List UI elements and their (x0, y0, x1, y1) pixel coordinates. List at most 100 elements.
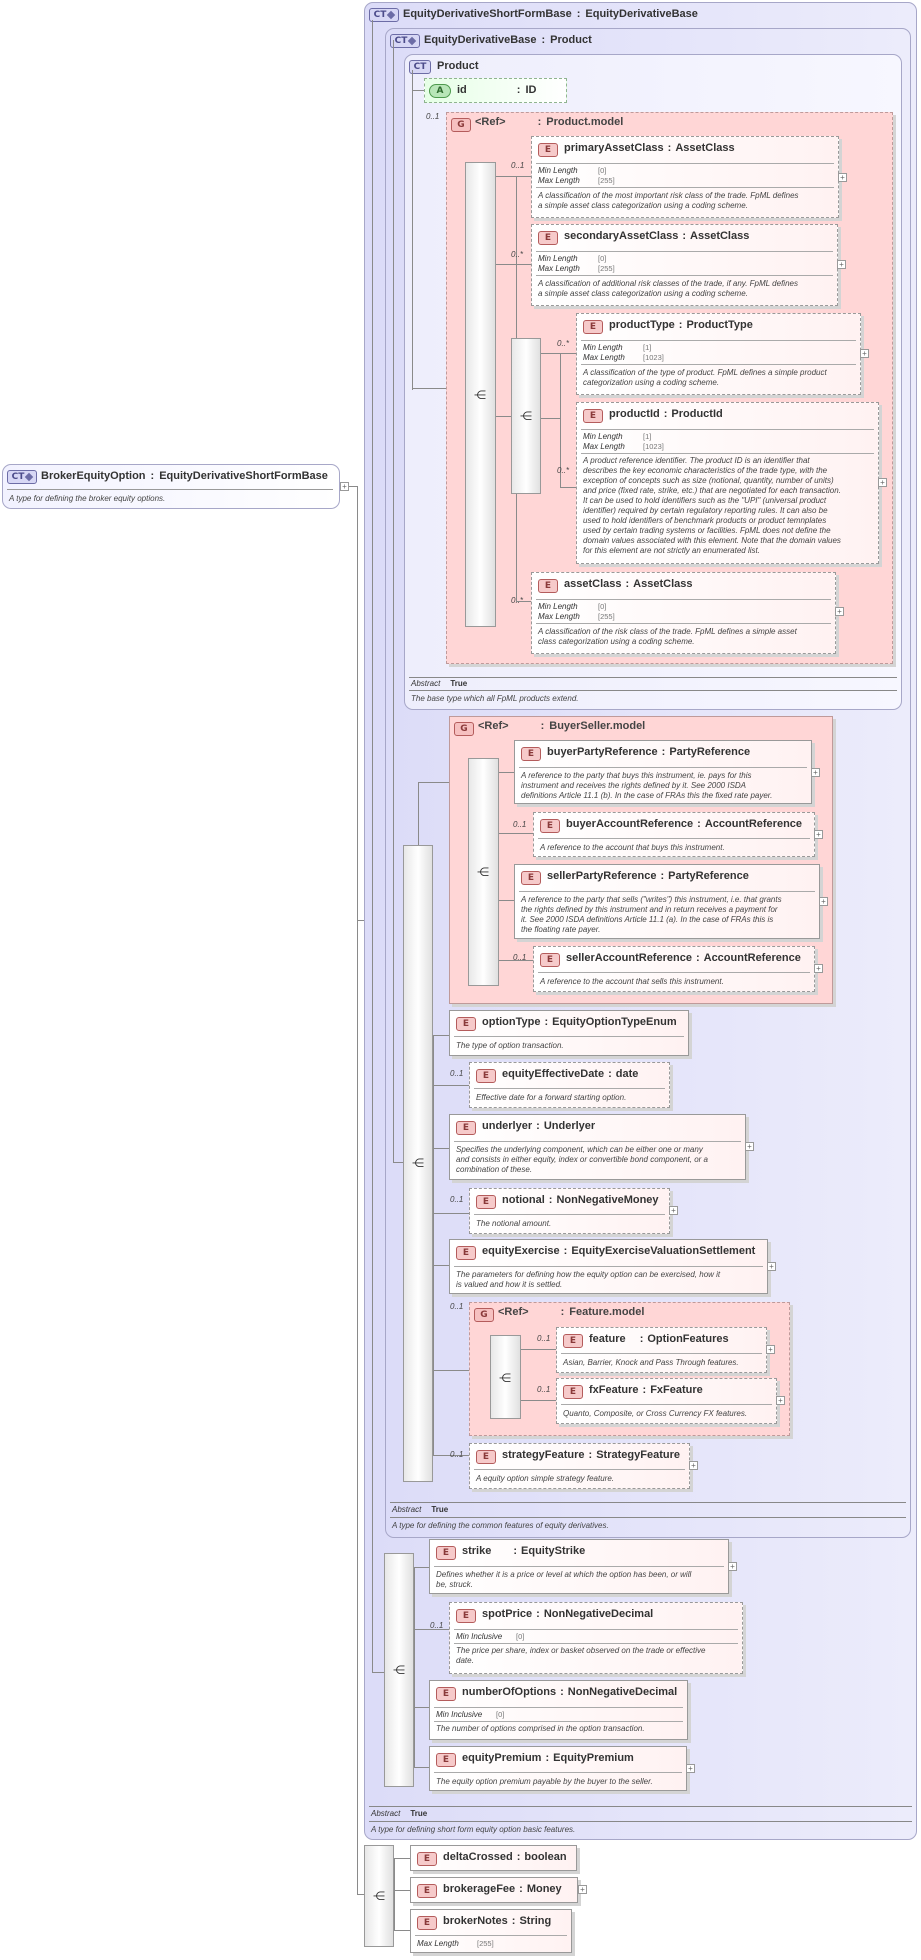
element-name: strike:EquityStrike (462, 1545, 586, 1557)
element-icon: E (563, 1385, 583, 1399)
element-description: A reference to the party that sells ("wr… (521, 895, 782, 934)
expand-toggle[interactable]: + (766, 1345, 775, 1354)
element-name: notional:NonNegativeMoney (502, 1194, 659, 1206)
element-icon: E (521, 747, 541, 761)
asset-class-element[interactable]: E assetClass:AssetClass Min Length[0] Ma… (531, 572, 836, 654)
expand-toggle[interactable]: + (669, 1206, 678, 1215)
option-type-element[interactable]: E optionType:EquityOptionTypeEnum The ty… (449, 1010, 689, 1056)
equity-premium-element[interactable]: E equityPremium:EquityPremium The equity… (429, 1746, 687, 1791)
occurrence-label: 0..* (557, 339, 570, 348)
element-icon: E (538, 143, 558, 157)
feature-element[interactable]: E feature:OptionFeatures Asian, Barrier,… (556, 1327, 767, 1373)
expand-toggle[interactable]: + (860, 349, 869, 358)
product-title: Product (437, 60, 479, 72)
id-attribute[interactable]: A id:ID (424, 78, 567, 103)
expand-toggle[interactable]: + (728, 1562, 737, 1571)
equity-exercise-element[interactable]: E equityExercise:EquityExerciseValuation… (449, 1239, 768, 1294)
derivative-base-description: A type for defining the common features … (392, 1521, 609, 1530)
short-form-description: A type for defining short form equity op… (371, 1825, 576, 1834)
facet-label: Max Length[255] (538, 612, 615, 621)
expand-toggle[interactable]: + (819, 897, 828, 906)
group-icon: G (474, 1308, 494, 1322)
facet-label: Min Inclusive[0] (456, 1632, 525, 1641)
expand-toggle[interactable]: + (578, 1885, 587, 1894)
derivative-base-title: EquityDerivativeBase:Product (424, 34, 592, 46)
element-name: strategyFeature:StrategyFeature (502, 1449, 680, 1461)
derivative-base-sequence[interactable]: ⋲ (403, 845, 433, 1482)
buyer-account-reference-element[interactable]: E buyerAccountReference:AccountReference… (533, 812, 815, 857)
expand-toggle[interactable]: + (814, 830, 823, 839)
root-collapse-toggle[interactable]: + (340, 482, 349, 491)
element-name: equityExercise:EquityExerciseValuationSe… (482, 1245, 756, 1257)
broker-notes-element[interactable]: E brokerNotes:String Max Length[255] (410, 1909, 572, 1953)
notional-element[interactable]: E notional:NonNegativeMoney The notional… (469, 1188, 670, 1234)
product-id-element[interactable]: E productId:ProductId Min Length[1] Max … (576, 402, 879, 564)
strategy-feature-element[interactable]: E strategyFeature:StrategyFeature A equi… (469, 1443, 690, 1489)
element-description: A product reference identifier. The prod… (583, 456, 841, 555)
expand-toggle[interactable]: + (835, 607, 844, 616)
broker-option-sequence[interactable]: ⋲ (364, 1845, 394, 1947)
element-description: The notional amount. (476, 1219, 552, 1228)
facet-label: Max Length[255] (538, 264, 615, 273)
expand-toggle[interactable]: + (838, 173, 847, 182)
feature-model-sequence[interactable]: ⋲ (490, 1335, 521, 1419)
element-name: underlyer:Underlyer (482, 1120, 596, 1132)
element-name: fxFeature:FxFeature (589, 1384, 703, 1396)
expand-toggle[interactable]: + (814, 964, 823, 973)
fx-feature-element[interactable]: E fxFeature:FxFeature Quanto, Composite,… (556, 1378, 777, 1424)
root-type-name: BrokerEquityOption:EquityDerivativeShort… (41, 470, 328, 482)
root-type-box[interactable]: CT BrokerEquityOption:EquityDerivativeSh… (2, 464, 340, 509)
facet-label: Max Length[1023] (583, 442, 664, 451)
element-icon: E (563, 1334, 583, 1348)
element-icon: E (538, 579, 558, 593)
strike-element[interactable]: E strike:EquityStrike Defines whether it… (429, 1539, 729, 1594)
buyer-party-reference-element[interactable]: E buyerPartyReference:PartyReference A r… (514, 740, 812, 804)
element-description: The number of options comprised in the o… (436, 1724, 645, 1733)
element-description: A classification of additional risk clas… (538, 279, 798, 298)
spot-price-element[interactable]: E spotPrice:NonNegativeDecimal Min Inclu… (449, 1602, 743, 1674)
element-name: optionType:EquityOptionTypeEnum (482, 1016, 677, 1028)
element-description: A classification of the type of product.… (583, 368, 827, 387)
secondary-asset-class-element[interactable]: E secondaryAssetClass:AssetClass Min Len… (531, 224, 838, 306)
seller-account-reference-element[interactable]: E sellerAccountReference:AccountReferenc… (533, 946, 815, 992)
expand-toggle[interactable]: + (878, 478, 887, 487)
occurrence-label: 0..1 (450, 1195, 464, 1204)
short-form-sequence[interactable]: ⋲ (384, 1553, 414, 1787)
primary-asset-class-element[interactable]: E primaryAssetClass:AssetClass Min Lengt… (531, 136, 839, 218)
facet-label: Min Length[0] (538, 602, 607, 611)
brokerage-fee-element[interactable]: E brokerageFee:Money (410, 1877, 578, 1903)
expand-toggle[interactable]: + (689, 1461, 698, 1470)
id-attribute-name: id:ID (457, 84, 537, 96)
expand-toggle[interactable]: + (776, 1396, 785, 1405)
equity-effective-date-element[interactable]: E equityEffectiveDate:date Effective dat… (469, 1062, 670, 1108)
element-description: Asian, Barrier, Knock and Pass Through f… (563, 1358, 739, 1367)
product-type-element[interactable]: E productType:ProductType Min Length[1] … (576, 313, 861, 395)
occurrence-label: 0..* (511, 596, 524, 605)
buyer-seller-sequence[interactable]: ⋲ (468, 758, 499, 986)
element-icon: E (521, 871, 541, 885)
product-model-sequence[interactable]: ⋲ (465, 162, 496, 627)
seller-party-reference-element[interactable]: E sellerPartyReference:PartyReference A … (514, 864, 820, 939)
element-name: feature:OptionFeatures (589, 1333, 729, 1345)
expand-toggle[interactable]: + (745, 1142, 754, 1151)
element-name: productId:ProductId (609, 408, 723, 420)
expand-toggle[interactable]: + (767, 1262, 776, 1271)
element-description: A classification of the risk class of th… (538, 627, 797, 646)
element-name: equityPremium:EquityPremium (462, 1752, 634, 1764)
expand-toggle[interactable]: + (837, 260, 846, 269)
element-name: sellerPartyReference:PartyReference (547, 870, 749, 882)
number-of-options-element[interactable]: E numberOfOptions:NonNegativeDecimal Min… (429, 1680, 688, 1740)
product-type-sequence[interactable]: ⋲ (511, 338, 541, 494)
occurrence-label: 0..1 (537, 1334, 551, 1343)
element-name: brokerNotes:String (443, 1915, 552, 1927)
occurrence-label: 0..1 (450, 1302, 464, 1311)
element-icon: E (583, 320, 603, 334)
underlyer-element[interactable]: E underlyer:Underlyer Specifies the unde… (449, 1114, 746, 1180)
occurrence-label: 0..* (557, 466, 570, 475)
expand-toggle[interactable]: + (811, 768, 820, 777)
occurrence-label: 0..1 (511, 161, 525, 170)
expand-toggle[interactable]: + (686, 1764, 695, 1773)
delta-crossed-element[interactable]: E deltaCrossed:boolean (410, 1845, 577, 1871)
sequence-icon: ⋲ (412, 1156, 424, 1170)
